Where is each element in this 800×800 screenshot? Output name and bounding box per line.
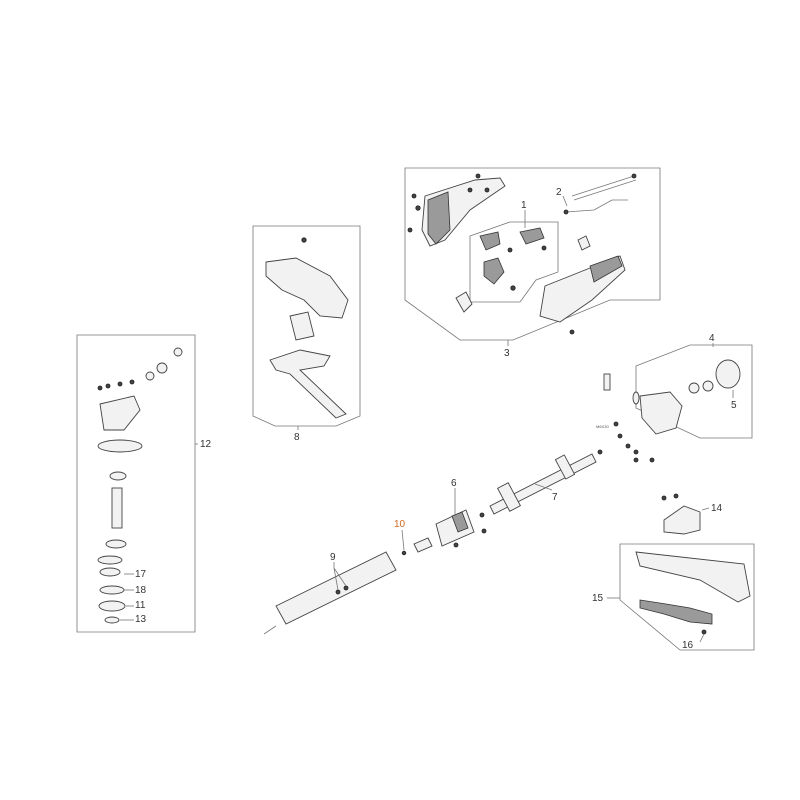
label-10: 10 bbox=[394, 519, 406, 530]
label-6: 6 bbox=[451, 478, 457, 489]
label-11: 11 bbox=[135, 600, 146, 611]
group-15-guard bbox=[619, 543, 755, 651]
group-4-clutch bbox=[603, 344, 753, 463]
label-2: 2 bbox=[556, 187, 562, 198]
label-8: 8 bbox=[294, 432, 300, 443]
label-12: 12 bbox=[200, 439, 212, 450]
label-14: 14 bbox=[711, 503, 723, 514]
label-15: 15 bbox=[592, 593, 604, 604]
leader-lines bbox=[195, 195, 734, 643]
label-16: 16 bbox=[682, 640, 694, 651]
part-number-labels: 1 2 3 4 5 6 7 8 9 10 11 12 13 14 15 16 1… bbox=[135, 187, 737, 651]
bracket-14 bbox=[661, 493, 701, 535]
label-1: 1 bbox=[521, 200, 527, 211]
label-9: 9 bbox=[330, 552, 336, 563]
label-13: 13 bbox=[135, 614, 147, 625]
label-7: 7 bbox=[552, 492, 558, 503]
group-12-gear-head bbox=[76, 334, 196, 633]
label-18: 18 bbox=[135, 585, 147, 596]
label-17: 17 bbox=[135, 569, 147, 580]
label-3: 3 bbox=[504, 348, 510, 359]
label-4: 4 bbox=[709, 333, 715, 344]
drive-tube-7 bbox=[479, 449, 603, 518]
coupling-6 bbox=[435, 509, 487, 548]
shaft-9-and-bush-10 bbox=[263, 537, 433, 635]
fastener-size-text: M6X30 bbox=[596, 424, 609, 429]
group-3-handle-assembly bbox=[404, 167, 661, 341]
group-8-loop-handle bbox=[252, 225, 361, 427]
label-5: 5 bbox=[731, 400, 737, 411]
